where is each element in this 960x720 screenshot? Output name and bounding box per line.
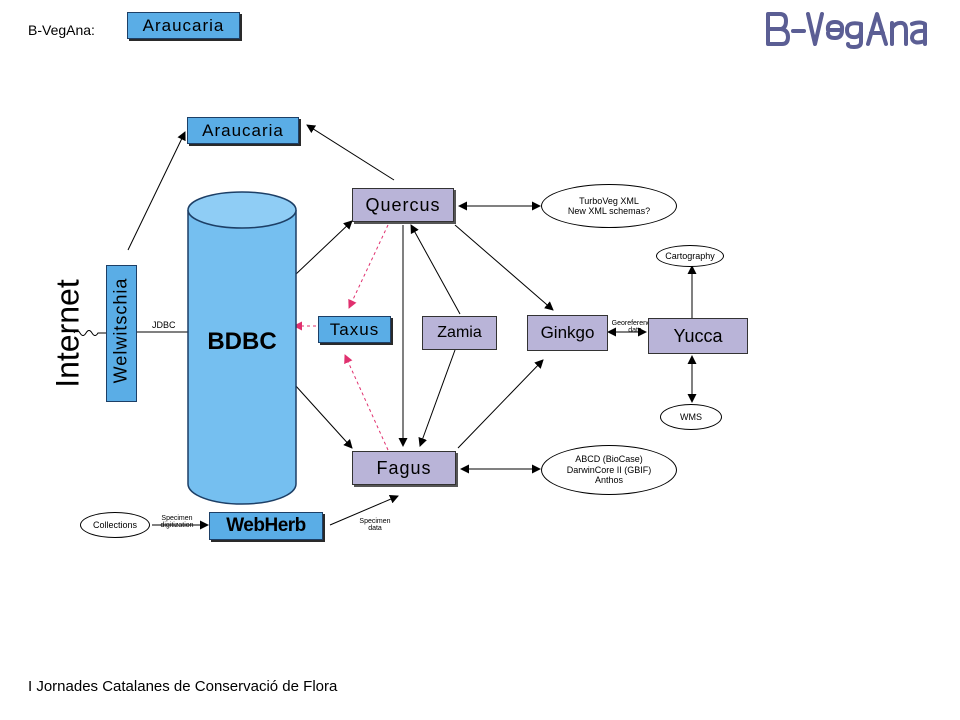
quercus-label: Quercus [365,194,441,215]
header-araucaria-badge: Araucaria [127,12,240,39]
edge-quercus-taxus-dashed [348,224,389,309]
yucca-label: Yucca [673,325,723,346]
georef-line1: Georeferenced [611,320,659,327]
specimen-data-line1: Specimen [359,518,391,525]
araucaria-label: Araucaria [202,120,284,140]
abcd-line1: ABCD (BioCase) [575,454,643,465]
header-label: B-VegAna: [28,22,95,38]
header-araucaria-label: Araucaria [142,15,225,35]
edge-quercus-araucaria [306,124,395,181]
zamia-label: Zamia [437,324,482,341]
edge-welwitschia-araucaria [127,131,186,251]
internet-squiggle [73,330,106,336]
edge-quercus-ginkgo [454,224,554,311]
abcd-line3: Anthos [594,475,624,486]
araucaria-node: Araucaria [187,117,299,144]
ginkgo-node: Ginkgo [527,315,608,351]
specimen-digit-line2: digitization [160,522,194,530]
bdbc-database-cylinder [187,191,297,505]
webherb-label: WebHerb [226,515,306,536]
edge-bdbc-quercus [294,220,353,276]
wms-node: WMS [660,404,722,430]
specimen-data-line2: data [368,525,382,533]
webherb-node: WebHerb [209,512,323,540]
yucca-node: Yucca [648,318,748,354]
fagus-label: Fagus [376,457,432,478]
abcd-line2: DarwinCore II (GBIF) [566,464,652,475]
cartography-label: Cartography [665,250,715,261]
internet-label: Internet [49,279,86,388]
edge-fagus-ginkgo [457,359,544,449]
welwitschia-label: Welwitschia [110,277,131,384]
collections-label: Collections [92,519,138,530]
edge-zamia-fagus [418,349,456,447]
bdbc-label: BDBC [207,328,277,355]
specimen-digitization-label: Specimen digitization [154,515,200,530]
quercus-node: Quercus [352,188,454,222]
welwitschia-node [106,265,137,402]
edge-zamia-quercus [410,224,461,315]
abcd-node: ABCD (BioCase) DarwinCore II (GBIF) Anth… [541,445,677,495]
georeferenced-data-label: Georeferenced data [611,320,659,335]
turboveg-node: TurboVeg XML New XML schemas? [541,184,677,228]
footer-text: I Jornades Catalanes de Conservació de F… [28,678,338,695]
collections-node: Collections [80,512,150,538]
edge-fagus-taxus-dashed [344,354,389,451]
zamia-node: Zamia [422,316,497,350]
turboveg-line1: TurboVeg XML [579,195,639,206]
fagus-node: Fagus [352,451,456,485]
cartography-node: Cartography [656,245,724,267]
edge-bdbc-fagus [294,384,353,449]
ginkgo-label: Ginkgo [540,323,595,342]
specimen-data-label: Specimen data [352,518,398,533]
taxus-label: Taxus [329,319,380,339]
edge-webherb-fagus [329,494,399,526]
georef-line2: data [628,327,642,335]
specimen-digit-line1: Specimen [161,515,193,522]
b-vegana-logo [766,12,927,49]
taxus-node: Taxus [318,316,391,343]
jdbc-label: JDBC [152,320,176,330]
wms-label: WMS [680,411,702,422]
turboveg-line2: New XML schemas? [567,206,651,216]
